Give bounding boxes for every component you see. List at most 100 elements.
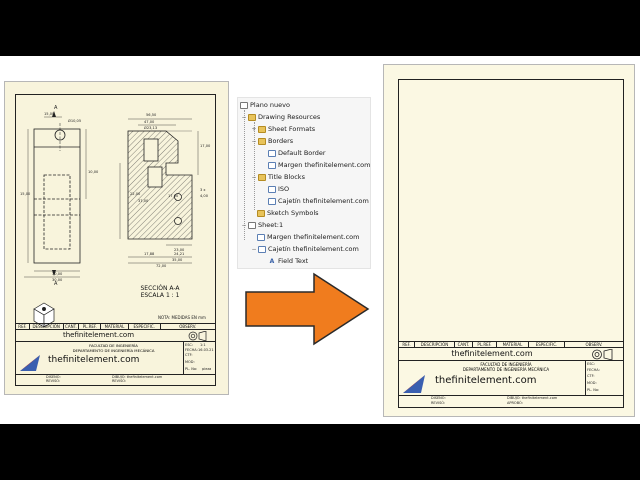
header-desc: DESCRIPCIÓN <box>30 324 64 329</box>
tree-label: Sketch Symbols <box>267 209 319 217</box>
tree-label: Margen thefinitelement.com <box>267 233 360 241</box>
title-block-icon <box>268 197 276 205</box>
section-label: SECCIÓN A-A <box>140 285 180 292</box>
footer-label: REVISÓ: <box>112 379 127 383</box>
tree-item-sketch-symbols[interactable]: Sketch Symbols <box>257 207 319 219</box>
sheet-border: 15,00 Ø10,05 56,50 47,00 Ø23,13 17,00 22… <box>15 94 216 386</box>
tree-item-title-blocks[interactable]: − Title Blocks <box>251 171 305 183</box>
meta-label: CTF: <box>185 353 193 357</box>
footer-label: DIBUJÓ: thefinitelement.com <box>112 375 163 379</box>
header-cant: CANT. <box>64 324 80 329</box>
tree-label: Borders <box>268 137 294 145</box>
dim-text: Ø10,05 <box>68 118 81 123</box>
section-mark: A <box>54 281 58 287</box>
dim-text: Ø23,13 <box>144 125 157 130</box>
scale-label: ESCALA 1 : 1 <box>140 292 180 299</box>
title-block-left: REF. DESCRIPCIÓN CANT. PL.REF. MATERIAL … <box>16 323 215 385</box>
folder-icon <box>248 113 256 121</box>
company-logo-icon <box>20 355 40 371</box>
meta-label: FECHA: <box>185 348 198 352</box>
dim-text: 17,88 <box>144 252 155 256</box>
tree-item-margen-border[interactable]: Margen thefinitelement.com <box>268 159 370 171</box>
collapse-icon[interactable]: − <box>241 113 247 121</box>
tree-item-sheet-margen[interactable]: Margen thefinitelement.com <box>257 231 359 243</box>
meta-label: FECHA: <box>587 368 600 372</box>
footer-label: REVISÓ: <box>46 379 61 383</box>
header-material: MATERIAL <box>497 342 529 347</box>
meta-label: PL. No: <box>587 388 600 392</box>
title-block-right: REF. DESCRIPCIÓN CANT. PL.REF. MATERIAL … <box>399 341 623 407</box>
dim-text: 56,50 <box>146 113 157 117</box>
tree-item-iso[interactable]: ISO <box>268 183 289 195</box>
title-block-icon <box>268 185 276 193</box>
tree-label: Sheet:1 <box>258 221 284 229</box>
tree-item-cajetin-title-block[interactable]: Cajetín thefinitelement.com <box>268 195 369 207</box>
letterbox-bottom <box>0 424 640 480</box>
dim-text: 24,21 <box>174 252 184 256</box>
tree-label: Cajetín thefinitelement.com <box>268 245 359 253</box>
header-ref: REF. <box>399 342 415 347</box>
title-block-header: REF. DESCRIPCIÓN CANT. PL.REF. MATERIAL … <box>16 323 215 330</box>
expand-icon[interactable]: + <box>251 125 257 133</box>
tree-item-default-border[interactable]: Default Border <box>268 147 326 159</box>
faculty-block: FACULTAD DE INGENIERÍA DEPARTAMENTO DE I… <box>431 362 581 372</box>
dim-text: 30,00 <box>52 278 63 282</box>
border-icon <box>268 149 276 157</box>
tree-label: Sheet Formats <box>268 125 316 133</box>
site-text: thefinitelement.com <box>451 349 533 358</box>
sheet-border: REF. DESCRIPCIÓN CANT. PL.REF. MATERIAL … <box>398 79 624 408</box>
dim-text: 47,00 <box>144 120 155 124</box>
collapse-icon[interactable]: − <box>251 137 257 145</box>
header-plref: PL.REF. <box>79 324 102 329</box>
header-especific: ESPECIFIC. <box>529 342 565 347</box>
header-observ: OBSERV. <box>585 342 603 347</box>
header-desc: DESCRIPCIÓN <box>415 342 455 347</box>
dim-text: 17,00 <box>200 144 211 148</box>
tree-item-field-text[interactable]: A Field Text <box>268 255 309 267</box>
tree-label: Field Text <box>278 257 309 265</box>
tree-item-drawing-resources[interactable]: − Drawing Resources <box>241 111 320 123</box>
tree-item-sheet-1[interactable]: − Sheet:1 <box>241 219 283 231</box>
projection-symbol-icon <box>592 349 613 360</box>
dim-text: 72,00 <box>156 264 167 268</box>
site-text: thefinitelement.com <box>62 331 135 339</box>
collapse-icon[interactable]: − <box>251 245 257 253</box>
tree-item-borders[interactable]: − Borders <box>251 135 293 147</box>
header-cant: CANT. <box>455 342 473 347</box>
tree-item-sheet-cajetin[interactable]: − Cajetín thefinitelement.com <box>251 243 359 255</box>
video-frame: 15,00 Ø10,05 56,50 47,00 Ø23,13 17,00 22… <box>0 56 640 424</box>
drawing-browser-tree: Plano nuevo − Drawing Resources + Sheet … <box>237 97 371 269</box>
brand-row: FACULTAD DE INGENIERÍA DEPARTAMENTO DE I… <box>399 361 623 396</box>
company-logo-icon <box>403 375 425 393</box>
letterbox-top <box>0 0 640 56</box>
footer-label: DISEÑÓ: <box>431 396 446 400</box>
faculty-block: FACULTAD DE INGENIERÍA DEPARTAMENTO DE I… <box>46 343 181 353</box>
meta-label: ESC: <box>587 362 596 366</box>
folder-icon <box>258 125 266 133</box>
brand-text: thefinitelement.com <box>48 355 140 365</box>
tree-label: Cajetín thefinitelement.com <box>278 197 369 205</box>
tree-root[interactable]: Plano nuevo <box>240 99 290 111</box>
faculty-text: FACULTAD DE INGENIERÍA <box>480 362 532 367</box>
collapse-icon[interactable]: − <box>251 173 257 181</box>
dim-text: 30,00 <box>52 272 63 276</box>
tree-item-sheet-formats[interactable]: + Sheet Formats <box>251 123 315 135</box>
dim-text: 4,00 <box>200 194 209 198</box>
drawing-icon <box>240 101 248 109</box>
collapse-icon[interactable]: − <box>241 221 247 229</box>
tree-label: Title Blocks <box>268 173 305 181</box>
dim-text: 15,00 <box>44 112 55 116</box>
meta-value: 1:1 <box>200 343 206 347</box>
section-title: SECCIÓN A-A ESCALA 1 : 1 <box>130 285 190 299</box>
folder-icon <box>258 137 266 145</box>
section-mark: A <box>54 105 58 111</box>
sheet-icon <box>248 221 256 229</box>
site-row: thefinitelement.com <box>399 348 623 361</box>
signature-row: DISEÑÓ: REVISÓ: DIBUJÓ: thefinitelement.… <box>16 375 215 383</box>
meta-label: MOD: <box>587 381 597 385</box>
meta-label: ESC: <box>185 343 194 347</box>
dim-text: 10,00 <box>88 170 99 174</box>
title-meta: ESC: FECHA: CTF: MOD: PL. No: <box>585 361 625 396</box>
header-ref: REF. <box>16 324 30 329</box>
dim-text: 37,00 <box>138 199 149 203</box>
